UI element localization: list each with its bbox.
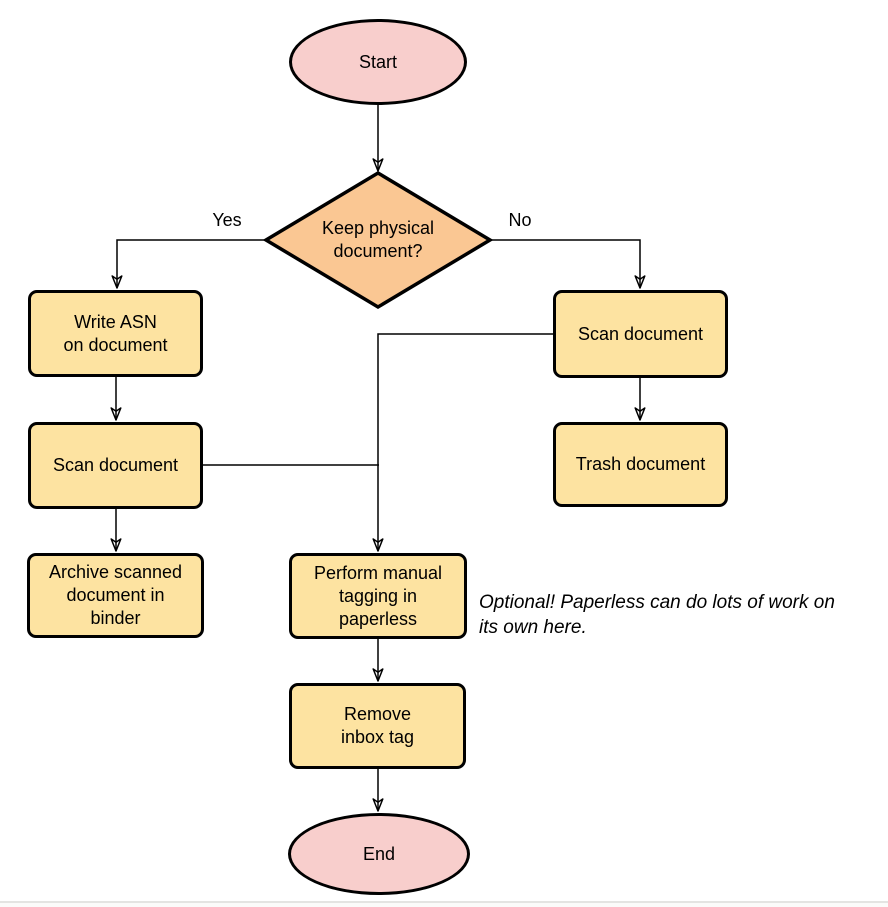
edge-label-yes: Yes: [212, 210, 242, 230]
edge-decision-yes-to-write-asn: [111, 239, 266, 289]
edge-scan-right-to-tagging: [372, 333, 553, 552]
node-manual-tagging: Perform manual tagging in paperless: [289, 553, 467, 639]
node-scan-document-right: Scan document: [553, 290, 728, 378]
node-write-asn-label: Write ASN on document: [63, 311, 168, 355]
node-remove-inbox-tag: Remove inbox tag: [289, 683, 466, 769]
bottom-edge-strip: [0, 902, 888, 907]
decision-diamond-shape: [262, 170, 494, 310]
node-archive-binder: Archive scanned document in binder: [27, 553, 204, 638]
node-write-asn: Write ASN on document: [28, 290, 203, 377]
node-archive-binder-label: Archive scanned document in binder: [48, 562, 183, 628]
node-decision-label: Keep physical document?: [321, 218, 435, 261]
node-end-label: End: [362, 843, 396, 864]
edge-label-no: No: [508, 210, 532, 230]
node-end: End: [288, 813, 470, 895]
node-start: Start: [289, 19, 467, 105]
bottom-divider-line: [0, 901, 888, 903]
node-scan-document-right-label: Scan document: [577, 323, 704, 344]
node-manual-tagging-label: Perform manual tagging in paperless: [313, 562, 443, 629]
node-remove-inbox-tag-label: Remove inbox tag: [340, 704, 415, 747]
node-decision: Keep physical document?: [293, 213, 463, 267]
annotation-optional-note: Optional! Paperless can do lots of work …: [479, 592, 835, 638]
node-scan-document-left-label: Scan document: [52, 455, 179, 475]
node-trash-document-label: Trash document: [575, 454, 706, 474]
node-start-label: Start: [358, 51, 397, 72]
edge-decision-no-to-scan-right: [490, 239, 646, 289]
node-scan-document-left: Scan document: [28, 422, 203, 509]
node-trash-document: Trash document: [553, 422, 728, 507]
